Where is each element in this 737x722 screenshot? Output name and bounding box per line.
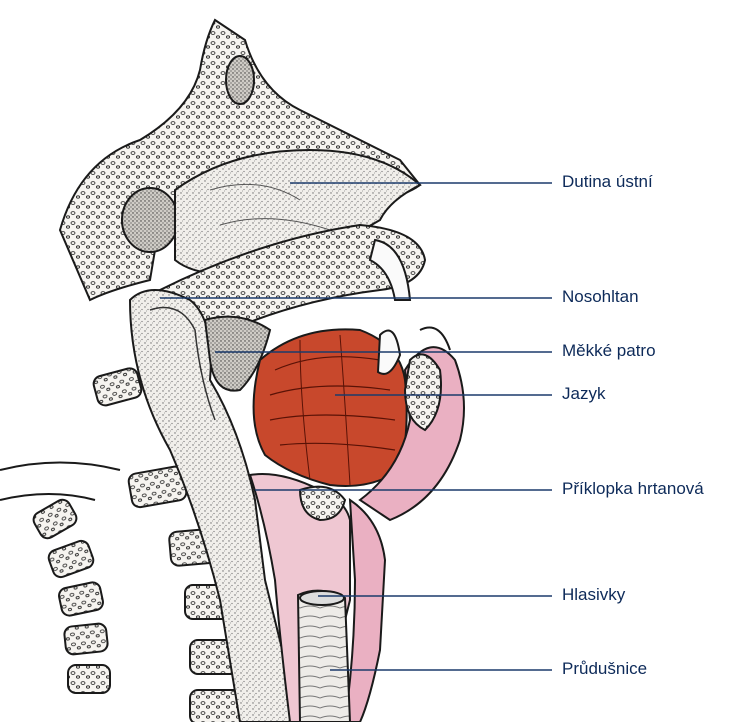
label-mekke-patro: Měkké patro <box>562 341 656 361</box>
label-nosohltan: Nosohltan <box>562 287 639 307</box>
label-prudusnice: Průdušnice <box>562 659 647 679</box>
label-jazyk: Jazyk <box>562 384 605 404</box>
label-hlasivky: Hlasivky <box>562 585 625 605</box>
trachea <box>298 591 350 722</box>
label-priklopka-hrtanova: Příklopka hrtanová <box>562 479 704 499</box>
label-dutina-ustni: Dutina ústní <box>562 172 653 192</box>
